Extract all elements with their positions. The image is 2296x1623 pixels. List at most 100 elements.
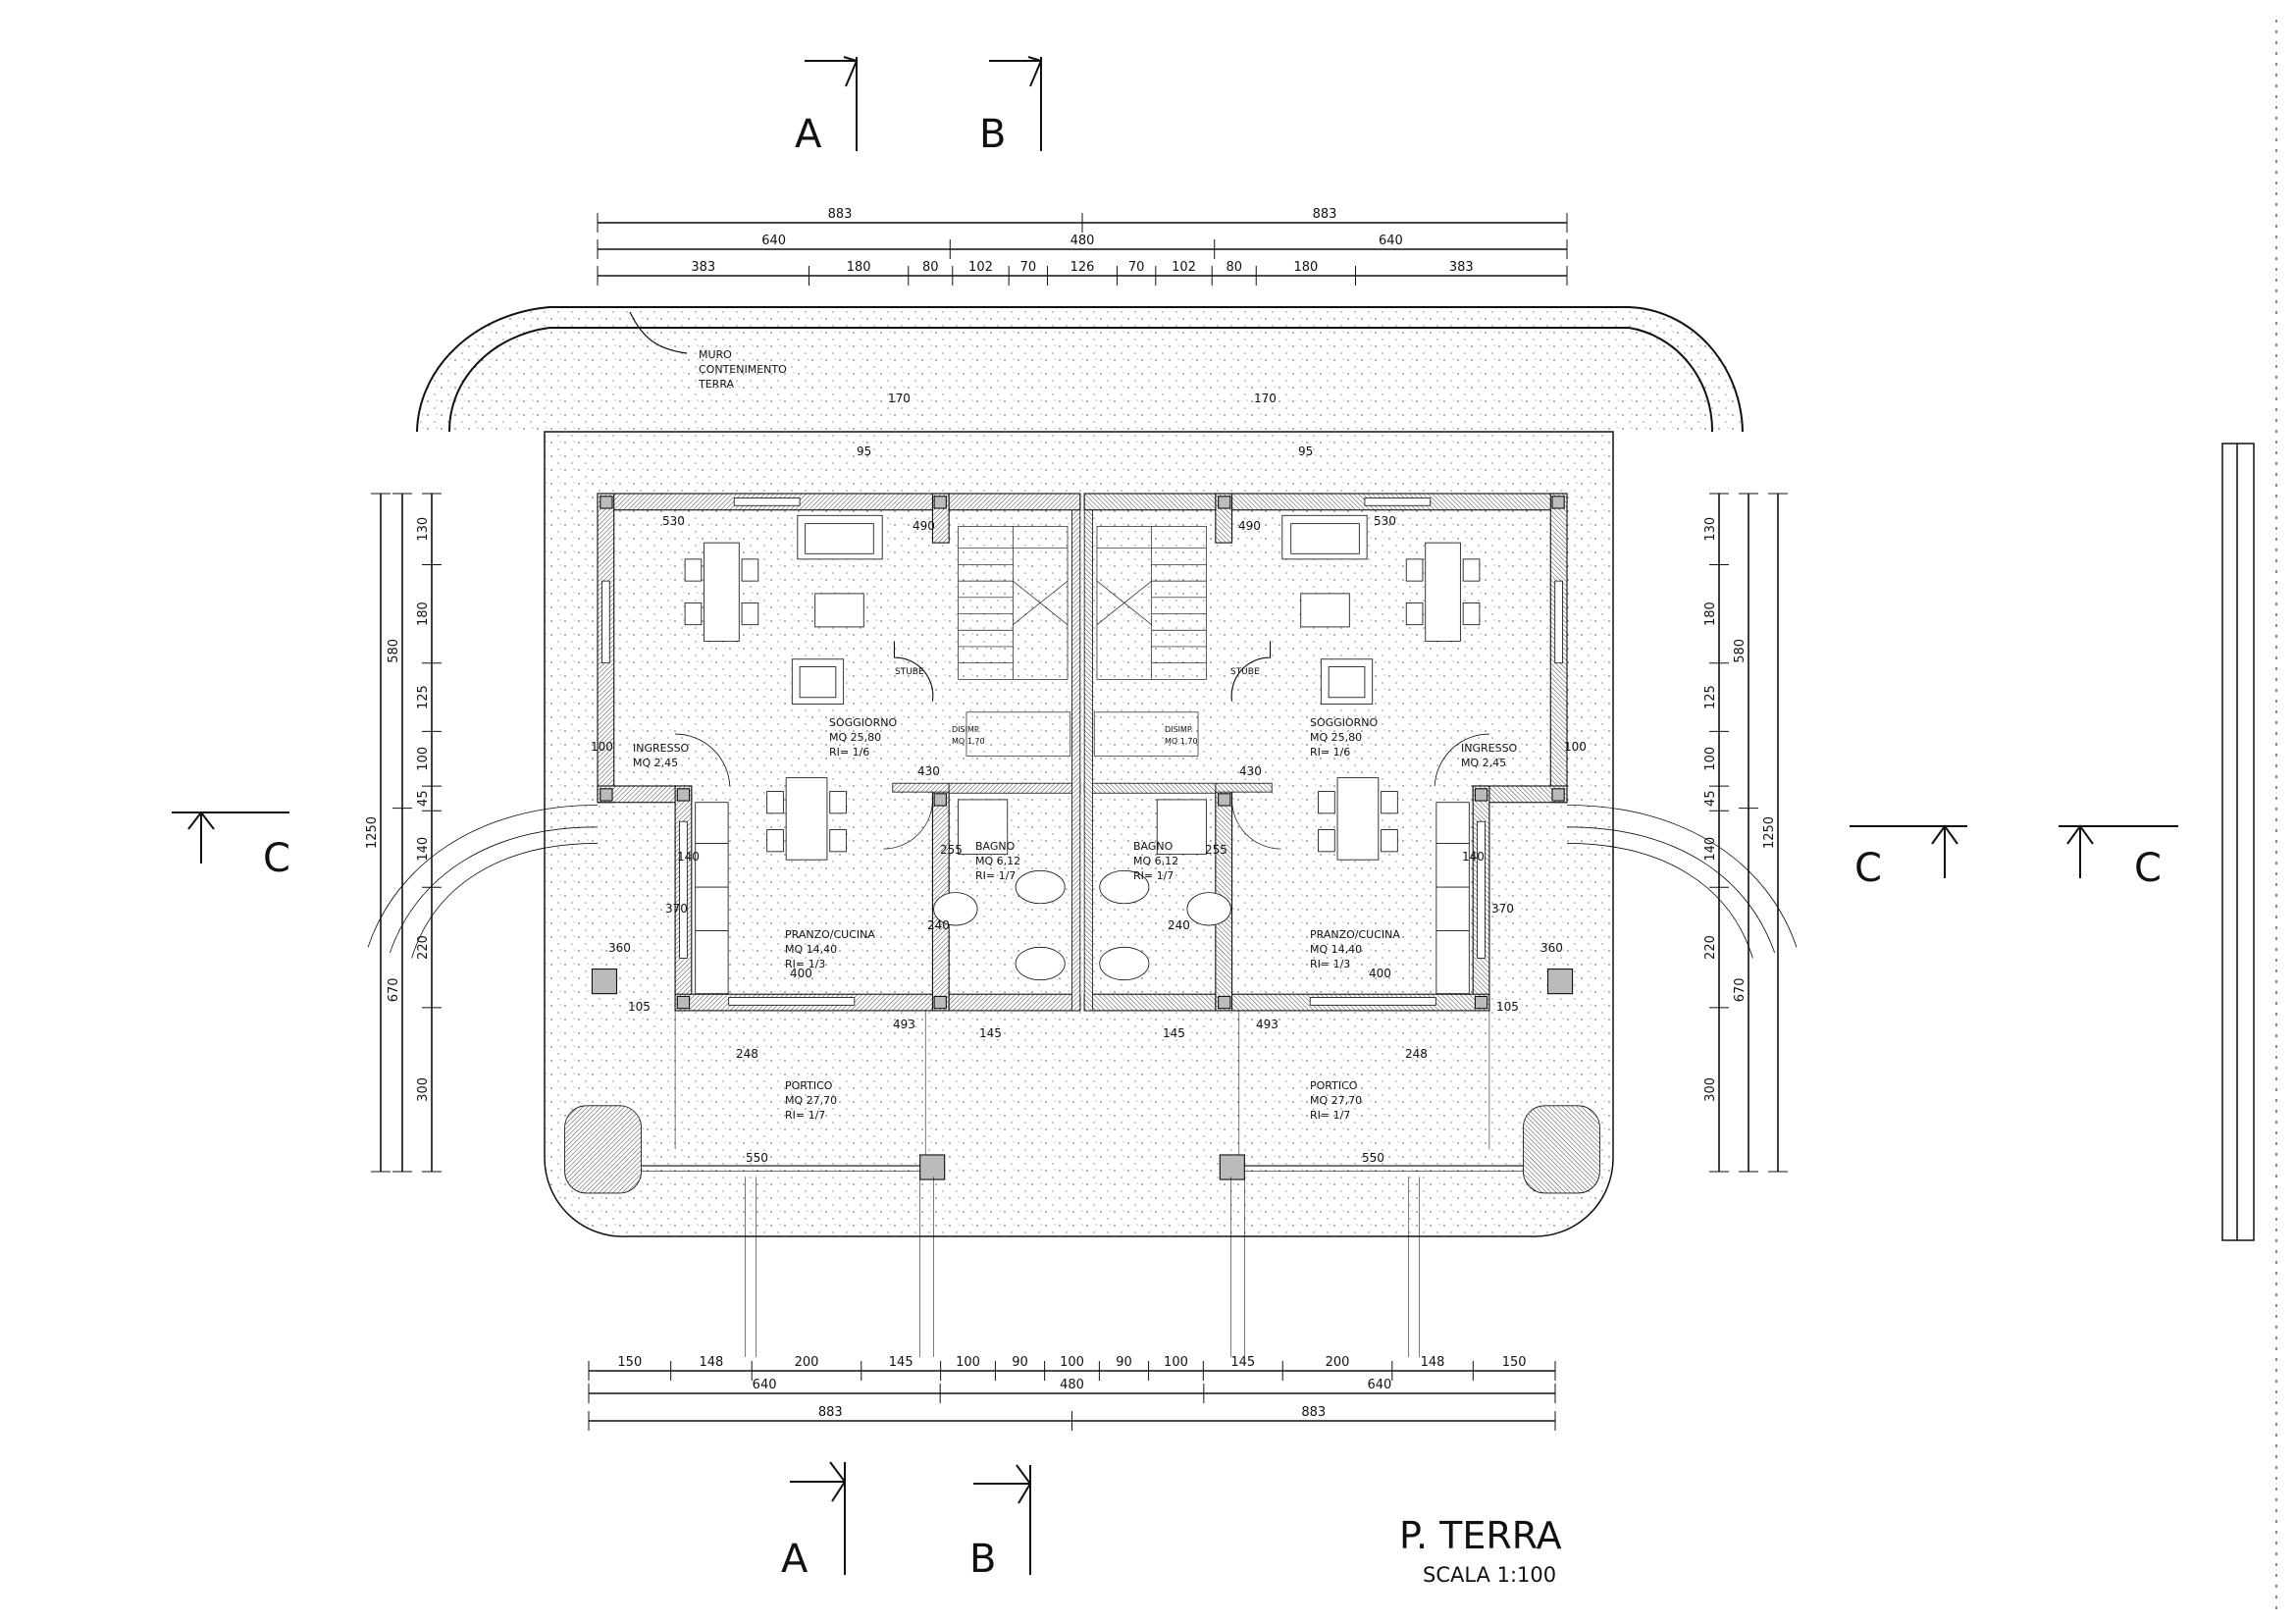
dim-label: 550 [746, 1151, 768, 1165]
section-markers [172, 56, 2178, 1575]
dim-top-3-label: 70 [1128, 260, 1145, 275]
ingresso-name: INGRESSO [1461, 742, 1518, 755]
dim-top-3-label: 80 [922, 260, 939, 275]
disimp-area: MQ 1,70 [1165, 737, 1198, 746]
dim-top-3-label: 180 [847, 260, 871, 275]
soggiorno-area: MQ 25,80 [829, 731, 881, 744]
dim-bottom-1-label: 145 [1230, 1355, 1255, 1370]
dim-top-3-label: 102 [1172, 260, 1196, 275]
section-b-top: B [979, 112, 1006, 157]
drawing-scale: SCALA 1:100 [1423, 1563, 1556, 1587]
pranzo-name: PRANZO/CUCINA [1310, 928, 1400, 941]
stube-label: STUBE [1230, 667, 1260, 677]
dim-left-3-label: 100 [416, 747, 431, 771]
soggiorno-name: SOGGIORNO [829, 716, 897, 729]
section-a-top: A [795, 112, 822, 157]
dim-left-1-label: 1250 [365, 816, 380, 849]
note-contenimento: CONTENIMENTO [699, 363, 787, 376]
dim-label: 530 [1374, 514, 1396, 528]
dim-bottom-1-label: 145 [889, 1355, 913, 1370]
dim-bottom-1-label: 150 [617, 1355, 642, 1370]
dim-top-2-label: 480 [1070, 234, 1095, 248]
dim-label: 100 [1564, 740, 1587, 754]
dim-label: 255 [940, 843, 963, 857]
dim-bottom-1-label: 148 [1421, 1355, 1445, 1370]
dim-right-3-label: 125 [1703, 685, 1718, 709]
dim-left-3-label: 45 [416, 790, 431, 807]
portico-area: MQ 27,70 [1310, 1094, 1362, 1107]
section-c-right-1: C [1854, 846, 1882, 891]
dim-left-2-label: 670 [387, 977, 401, 1002]
soggiorno-name: SOGGIORNO [1310, 716, 1378, 729]
dim-left-2-label: 580 [387, 639, 401, 663]
dim-label: 255 [1205, 843, 1227, 857]
dim-left-3-label: 220 [416, 935, 431, 960]
ingresso-area: MQ 2,45 [1461, 757, 1506, 769]
room-labels-right: SOGGIORNO MQ 25,80 RI= 1/6 INGRESSO MQ 2… [1133, 667, 1518, 1122]
note-muro: MURO [699, 348, 732, 361]
dim-label: 400 [1369, 967, 1391, 980]
soggiorno-ri: RI= 1/6 [829, 746, 869, 759]
dim-bottom-1-label: 100 [1060, 1355, 1084, 1370]
bagno-area: MQ 6,12 [975, 855, 1020, 867]
dim-label: 490 [913, 519, 935, 533]
pranzo-area: MQ 14,40 [785, 943, 837, 956]
dim-label: 370 [665, 902, 688, 916]
disimp-name: DISIMP. [952, 725, 980, 734]
dim-label: 145 [979, 1026, 1002, 1040]
dim-label: 490 [1238, 519, 1261, 533]
dim-bottom-1-label: 100 [956, 1355, 980, 1370]
dim-bottom-3-label: 883 [1301, 1405, 1326, 1420]
section-a-bottom: A [781, 1537, 809, 1582]
dim-label: 100 [591, 740, 613, 754]
dim-label: 95 [1298, 445, 1313, 458]
dim-top-3-label: 102 [968, 260, 993, 275]
dim-bottom-2-label: 640 [753, 1378, 777, 1392]
dim-label: 140 [677, 850, 700, 864]
dim-label: 400 [790, 967, 812, 980]
dim-left-3-label: 180 [416, 602, 431, 626]
dim-bottom-1-label: 150 [1502, 1355, 1527, 1370]
soggiorno-area: MQ 25,80 [1310, 731, 1362, 744]
dim-label: 170 [888, 392, 911, 405]
bagno-area: MQ 6,12 [1133, 855, 1178, 867]
dim-label: 530 [662, 514, 685, 528]
dim-bottom-1-label: 200 [795, 1355, 819, 1370]
section-c-left: C [263, 836, 290, 881]
bagno-ri: RI= 1/7 [1133, 869, 1174, 882]
dim-right-1-label: 1250 [1762, 816, 1777, 849]
dim-label: 360 [608, 941, 631, 955]
dim-top-1-label: 883 [828, 207, 853, 222]
dim-right-2-label: 670 [1733, 977, 1748, 1002]
dim-bottom-2-label: 480 [1060, 1378, 1084, 1392]
dim-left-3-label: 300 [416, 1077, 431, 1102]
dim-left-3-label: 125 [416, 685, 431, 709]
dim-label: 170 [1254, 392, 1277, 405]
portico-name: PORTICO [785, 1079, 833, 1092]
dim-bottom-1-label: 200 [1326, 1355, 1350, 1370]
dim-right-3-label: 130 [1703, 517, 1718, 542]
dim-label: 370 [1491, 902, 1514, 916]
portico-area: MQ 27,70 [785, 1094, 837, 1107]
note-terra: TERRA [698, 378, 735, 391]
dim-label: 95 [857, 445, 871, 458]
dim-bottom-3-label: 883 [818, 1405, 843, 1420]
dim-top-3-label: 80 [1226, 260, 1242, 275]
portico-ri: RI= 1/7 [785, 1109, 825, 1122]
dim-label: 105 [1496, 1000, 1519, 1014]
dim-left-3-label: 130 [416, 517, 431, 542]
pranzo-ri: RI= 1/3 [785, 958, 825, 970]
dim-top-3-label: 70 [1020, 260, 1037, 275]
soggiorno-ri: RI= 1/6 [1310, 746, 1350, 759]
dim-top-3-label: 383 [691, 260, 715, 275]
pranzo-area: MQ 14,40 [1310, 943, 1362, 956]
ingresso-name: INGRESSO [633, 742, 690, 755]
stube-label: STUBE [895, 667, 924, 677]
dim-right-2-label: 580 [1733, 639, 1748, 663]
pranzo-name: PRANZO/CUCINA [785, 928, 875, 941]
bagno-name: BAGNO [975, 840, 1016, 853]
disimp-area: MQ 1,70 [952, 737, 985, 746]
dim-top-2-label: 640 [761, 234, 786, 248]
